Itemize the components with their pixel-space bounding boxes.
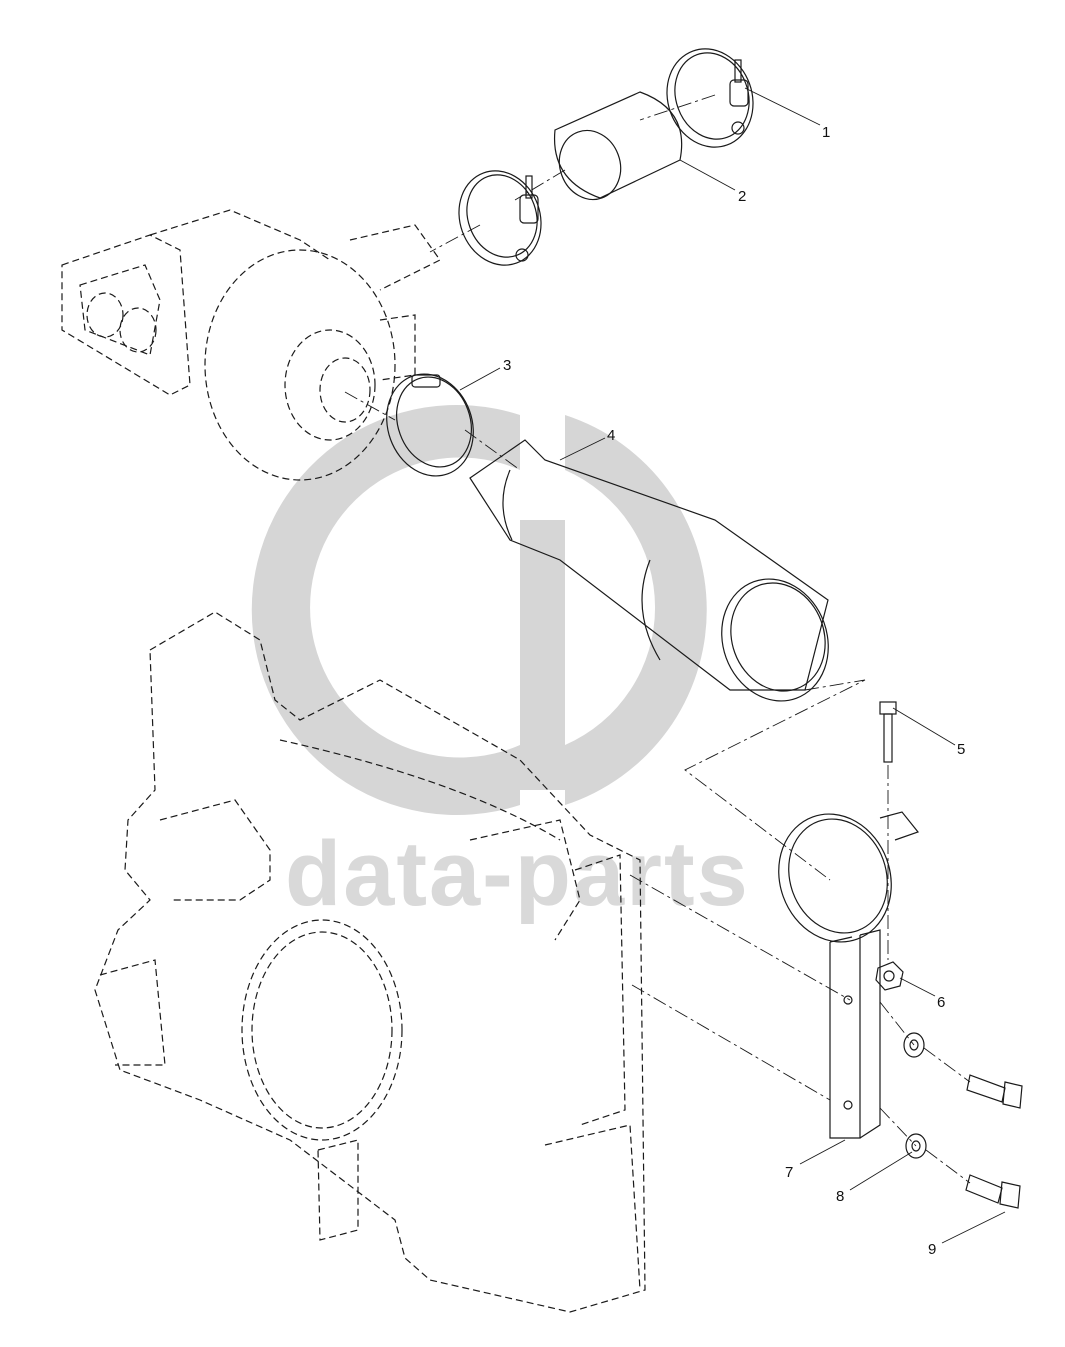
- part-3-band-clamp: [386, 373, 474, 477]
- part-5-bolt: [879, 701, 897, 763]
- callout-7: 7: [785, 1164, 793, 1181]
- bolt-upper: [966, 1074, 1023, 1109]
- watermark-logo: [251, 404, 520, 815]
- washer-upper: [903, 1032, 925, 1058]
- part-9-bolt: [965, 1174, 1021, 1209]
- part-8-washer: [905, 1133, 927, 1159]
- part-6-nut: [875, 961, 904, 991]
- watermark: data-parts: [251, 404, 750, 925]
- callout-5: 5: [957, 741, 965, 758]
- watermark-logo-bar: [520, 520, 565, 790]
- flywheel-housing-reference: [94, 611, 646, 1313]
- watermark-logo-right: [565, 415, 707, 805]
- callout-8: 8: [836, 1188, 844, 1205]
- part-2-hose-sleeve: [553, 91, 683, 201]
- callout-1: 1: [822, 124, 830, 141]
- callout-6: 6: [937, 994, 945, 1011]
- leader-lines: [459, 87, 1006, 1244]
- turbocharger-reference: [61, 209, 441, 481]
- part-4-reducer-tube: [469, 439, 829, 702]
- second-hose-clamp: [458, 170, 542, 266]
- callout-9: 9: [928, 1241, 936, 1258]
- part-7-bracket: [778, 811, 919, 1139]
- part-1-hose-clamp: [666, 48, 754, 148]
- callout-4: 4: [607, 427, 615, 444]
- callout-2: 2: [738, 188, 746, 205]
- watermark-text: data-parts: [285, 823, 750, 925]
- callout-labels: 1 2 3 4 5 6 7 8 9: [503, 124, 965, 1258]
- callout-3: 3: [503, 357, 511, 374]
- assembly-centerlines: [344, 94, 971, 1184]
